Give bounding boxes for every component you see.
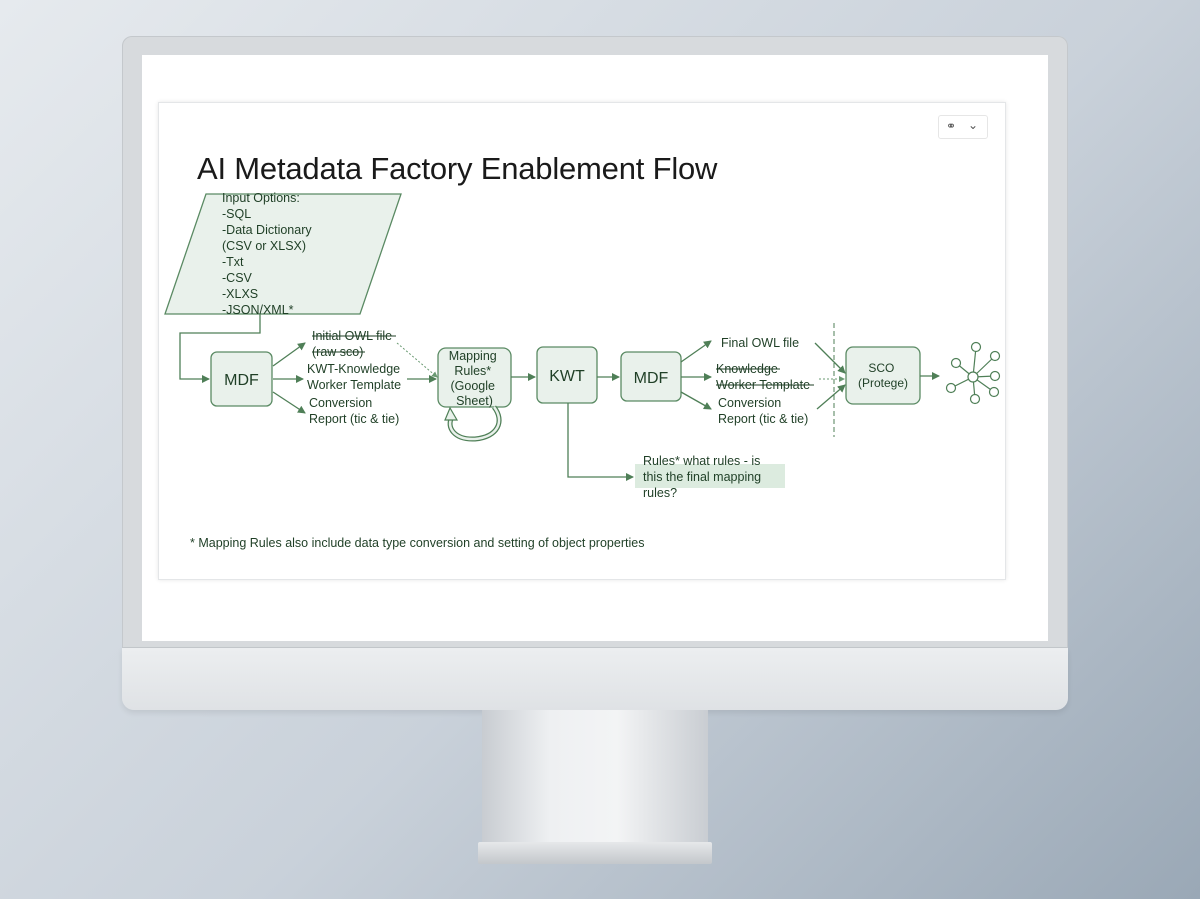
monitor-screen: ⚭ ⌄ AI Metadata Factory Enablement Flow … xyxy=(142,55,1048,641)
input-option: -SQL xyxy=(222,207,251,221)
svg-text:SCO (Protege): SCO (Protege) xyxy=(858,361,908,390)
input-option: -Data Dictionary xyxy=(222,223,312,237)
mapping-rules-node: Mapping Rules* (Google Sheet) xyxy=(437,347,512,408)
rules-note: Rules* what rules - is this the final ma… xyxy=(635,454,785,500)
sco-node: SCO (Protege) xyxy=(845,346,921,405)
monitor-stand xyxy=(482,710,708,845)
network-graph-icon xyxy=(945,341,1001,405)
knowledge-template-output: Knowledge Worker Template xyxy=(716,362,814,392)
svg-text:KWT: KWT xyxy=(549,368,585,385)
flow-diagram: Input Options: -SQL -Data Dictionary (CS… xyxy=(164,191,1001,550)
slide-title: AI Metadata Factory Enablement Flow xyxy=(197,151,718,186)
slide: ⚭ ⌄ AI Metadata Factory Enablement Flow … xyxy=(158,102,1006,580)
edge-mdf-to-conversion-report xyxy=(272,391,306,414)
edge-initial-owl-to-mapping xyxy=(396,342,438,378)
input-option: -Txt xyxy=(222,255,244,269)
svg-text:MDF: MDF xyxy=(634,370,669,387)
input-option: (CSV or XLSX) xyxy=(222,239,306,253)
edge-kwt-to-rules-note xyxy=(567,403,634,481)
input-option: -JSON/XML* xyxy=(222,303,294,317)
initial-owl-output: Initial OWL file (raw sco) xyxy=(312,329,396,359)
edge-input-to-mdf xyxy=(179,314,261,383)
edge-mdf2-to-report xyxy=(680,391,712,410)
svg-text:Knowledge Worker Tem: Knowledge Worker Template xyxy=(716,362,810,392)
svg-text:Input Options: -SQL: Input Options: -SQL -Data Dictionary (CS… xyxy=(222,191,315,317)
edge-final-owl-to-sco xyxy=(814,342,846,374)
input-option: -XLXS xyxy=(222,287,258,301)
link-icon[interactable]: ⚭ xyxy=(946,119,957,133)
input-options-shape: Input Options: -SQL -Data Dictionary (CS… xyxy=(164,191,402,317)
monitor-chin xyxy=(122,648,1068,710)
chevron-down-icon[interactable]: ⌄ xyxy=(968,118,979,132)
edge-report-to-sco xyxy=(816,384,846,410)
svg-text:Rules* what rules - is: Rules* what rules - is this the final ma… xyxy=(643,454,765,500)
edge-mdf-to-initial-owl xyxy=(272,342,306,367)
kwt-node: KWT xyxy=(536,346,598,404)
mdf-node-2: MDF xyxy=(620,351,682,402)
conversion-report-output: Conversion Report (tic & tie) xyxy=(309,396,399,426)
svg-text:Mapping Rules*: Mapping Rules* (Google Sheet) xyxy=(449,349,500,408)
mdf-label: MDF xyxy=(224,372,259,389)
kwt-template-output: KWT-Knowledge Worker Template xyxy=(307,362,404,392)
refresh-loop-icon xyxy=(444,405,502,442)
input-option: -CSV xyxy=(222,271,253,285)
slide-footnote: * Mapping Rules also include data type c… xyxy=(190,536,644,550)
slide-controls[interactable]: ⚭ ⌄ xyxy=(938,115,988,139)
svg-text:Initial OWL file (ra: Initial OWL file (raw sco) xyxy=(312,329,396,359)
conversion-report-output-2: Conversion Report (tic & tie) xyxy=(718,396,808,426)
input-options-title: Input Options: xyxy=(222,191,300,205)
monitor-stand-base xyxy=(478,842,712,864)
edge-mdf2-to-final-owl xyxy=(680,340,712,363)
final-owl-output: Final OWL file xyxy=(721,336,799,350)
mdf-node-1: MDF xyxy=(210,351,273,407)
